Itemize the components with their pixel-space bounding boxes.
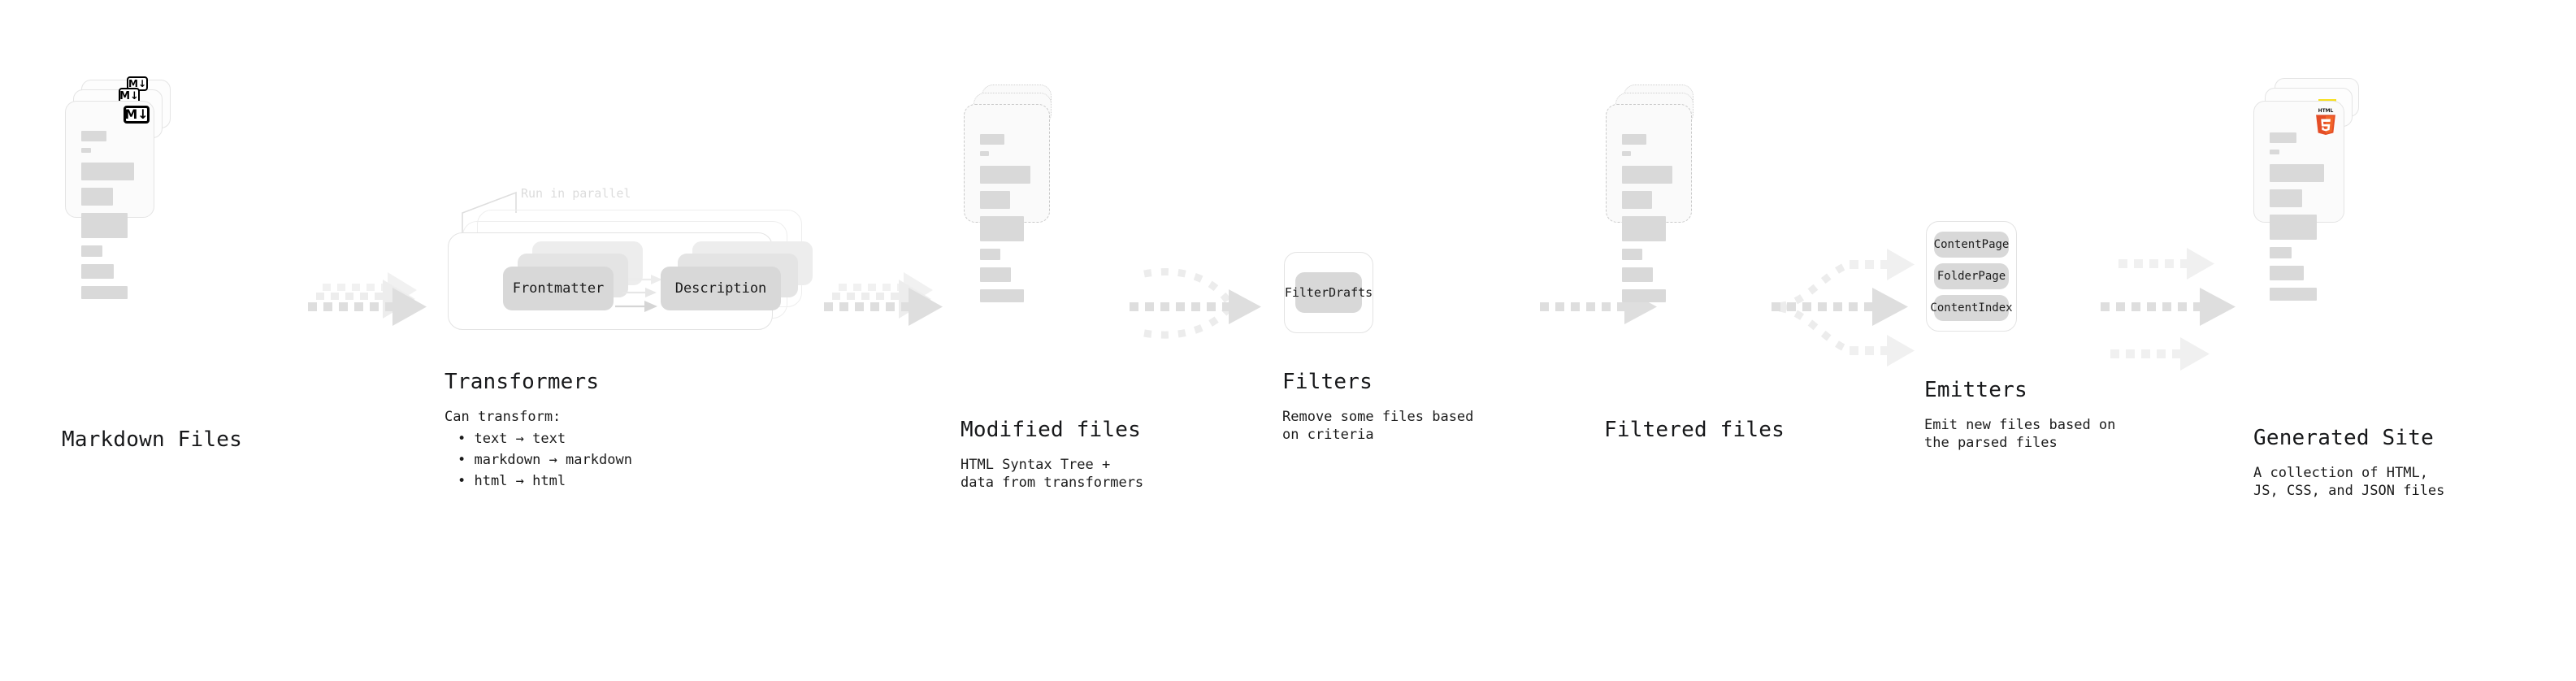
stage-markdown-files: M↓ M↓ M↓ <box>0 0 341 681</box>
skeleton-line <box>980 289 1024 302</box>
arrow-modified-to-filters <box>1130 268 1261 339</box>
skeleton-line <box>81 188 114 206</box>
arrow-transformers-to-modified <box>824 272 943 326</box>
markdown-badge-letter: M <box>124 106 138 122</box>
stage-generated-site: CSS HTML <box>2239 0 2576 681</box>
skeleton-line <box>81 264 115 279</box>
stage-title-modified-files: Modified files <box>961 418 1141 442</box>
skeleton-line <box>81 163 135 180</box>
skeleton-line <box>1622 216 1666 241</box>
markdown-badge-arrow-icon: ↓ <box>137 106 149 122</box>
stage-subtitle-generated-site: A collection of HTML, JS, CSS, and JSON … <box>2253 465 2445 499</box>
markdown-badge-arrow-icon: ↓ <box>137 78 147 89</box>
skeleton-line <box>980 191 1010 209</box>
skeleton-line <box>81 148 92 153</box>
skeleton-line <box>1622 166 1672 184</box>
stage-subtitle-emitters: Emit new files based on the parsed files <box>1924 417 2116 451</box>
generated-skeleton-lines <box>2270 132 2329 307</box>
transformer-bullet-2: • markdown → markdown <box>458 452 632 468</box>
emitter-chip-contentindex[interactable]: ContentIndex <box>1930 295 2013 321</box>
skeleton-line <box>81 213 128 238</box>
markdown-badge-arrow-icon: ↓ <box>130 89 139 102</box>
skeleton-line <box>2270 189 2303 207</box>
transformer-chip-description[interactable]: Description <box>661 267 781 310</box>
modified-file-stack <box>959 85 1146 302</box>
connector-markdown-to-transformers <box>305 0 443 681</box>
markdown-skeleton-lines <box>81 131 139 306</box>
filtered-file-stack <box>1601 85 1788 302</box>
stage-subtitle-transformers: Can transform: <box>445 409 562 425</box>
arrow-emitters-to-site <box>2101 248 2236 371</box>
run-in-parallel-callout-line <box>462 191 517 237</box>
connector-modified-to-filters <box>1130 0 1284 681</box>
skeleton-line <box>980 216 1024 241</box>
skeleton-line <box>2270 288 2318 301</box>
markdown-badge-letter: M <box>128 78 138 89</box>
stage-title-markdown-files: Markdown Files <box>62 427 242 452</box>
connector-filters-to-filtered <box>1442 0 1657 681</box>
skeleton-line <box>2270 215 2318 240</box>
transformer-chain-arrows <box>615 275 662 312</box>
skeleton-line <box>1622 267 1654 282</box>
arrow-filtered-to-emitters <box>1772 249 1915 367</box>
connector-emitters-to-site <box>2084 0 2255 681</box>
markdown-file-stack: M↓ M↓ M↓ <box>65 76 252 299</box>
stage-filters: FilterDrafts Filters Remove some files b… <box>1276 0 1568 681</box>
filter-chip-filterdrafts[interactable]: FilterDrafts <box>1285 272 1373 313</box>
stage-subtitle-filters: Remove some files based on criteria <box>1282 409 1474 443</box>
skeleton-line <box>2270 164 2325 182</box>
svg-text:HTML: HTML <box>2318 108 2334 114</box>
generated-card-front-html: HTML <box>2253 101 2344 301</box>
html5-badge-icon: HTML <box>2316 108 2335 135</box>
stage-title-generated-site: Generated Site <box>2253 426 2434 450</box>
stage-emitters: ContentPage FolderPage ContentIndex Emit… <box>1918 0 2210 681</box>
skeleton-line <box>980 134 1005 145</box>
skeleton-line <box>2270 132 2296 143</box>
filtered-skeleton-lines <box>1622 134 1676 309</box>
modified-skeleton-lines <box>980 134 1034 309</box>
skeleton-line <box>980 267 1012 282</box>
stage-subtitle-modified-files: HTML Syntax Tree + data from transformer… <box>961 457 1144 491</box>
stage-title-filters: Filters <box>1282 370 1373 394</box>
skeleton-line <box>980 151 990 156</box>
stage-filtered-files: Filtered files <box>1593 0 1869 681</box>
skeleton-line <box>2270 150 2280 154</box>
skeleton-line <box>1622 134 1647 145</box>
skeleton-line <box>980 166 1030 184</box>
markdown-badge-icon: M↓ <box>124 106 150 124</box>
connector-filtered-to-emitters <box>1772 0 1934 681</box>
arrow-filters-to-filtered <box>1540 289 1657 324</box>
skeleton-line <box>1622 151 1632 156</box>
skeleton-line <box>2270 266 2304 280</box>
skeleton-line <box>1622 289 1666 302</box>
skeleton-line <box>1622 191 1652 209</box>
skeleton-line <box>980 249 1000 260</box>
stage-transformers: Run in parallel Frontmatte <box>443 0 849 681</box>
markdown-badge-letter: M <box>119 89 131 102</box>
transformer-chip-frontmatter[interactable]: Frontmatter <box>503 267 614 310</box>
skeleton-line <box>81 131 107 141</box>
generated-site-file-stack: CSS HTML <box>2247 78 2434 301</box>
filtered-card-front <box>1606 104 1692 302</box>
skeleton-line <box>2270 247 2292 258</box>
arrow-markdown-to-transformers <box>308 272 427 326</box>
connector-transformers-to-modified <box>821 0 959 681</box>
transformer-bullet-1: • text → text <box>458 431 566 447</box>
transformer-bullet-3: • html → html <box>458 473 566 489</box>
modified-card-front <box>964 104 1050 302</box>
skeleton-line <box>81 286 128 299</box>
skeleton-line <box>81 245 103 257</box>
stage-title-transformers: Transformers <box>445 370 600 394</box>
run-in-parallel-label: Run in parallel <box>521 186 631 201</box>
skeleton-line <box>1622 249 1642 260</box>
stage-modified-files: Modified files HTML Syntax Tree + data f… <box>959 0 1251 681</box>
stage-title-emitters: Emitters <box>1924 378 2027 402</box>
emitter-chip-contentpage[interactable]: ContentPage <box>1934 232 2009 258</box>
emitter-chip-folderpage[interactable]: FolderPage <box>1934 263 2009 289</box>
stage-title-filtered-files: Filtered files <box>1604 418 1785 442</box>
